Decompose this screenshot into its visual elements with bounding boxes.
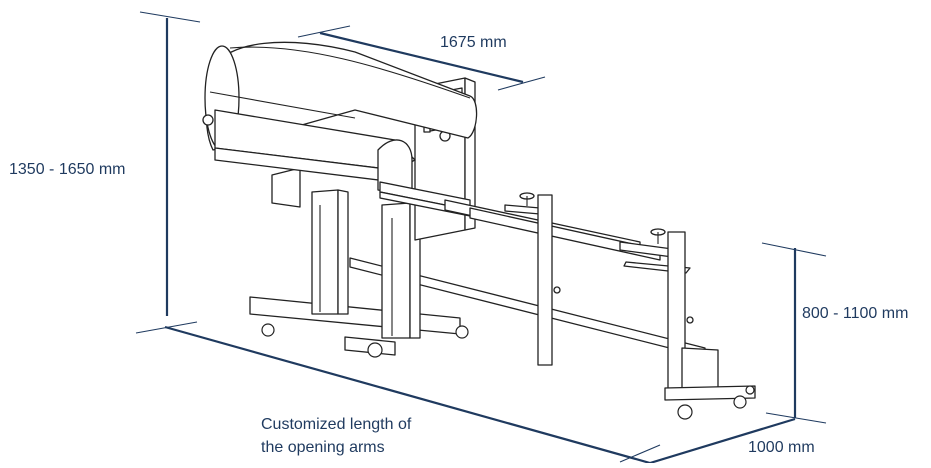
- wheel-icon: [677, 404, 693, 420]
- caster-wheels: [261, 323, 755, 420]
- leg-knob-icon: [686, 316, 694, 324]
- right-foot-block: [681, 347, 719, 393]
- opening-arm-front: [469, 207, 661, 261]
- length-extension-right: [497, 76, 546, 91]
- wheel-icon: [261, 323, 275, 337]
- column-left-side: [337, 189, 349, 315]
- table-height-label: 800 - 1100 mm: [802, 305, 909, 322]
- arms-dimension-line: [164, 325, 651, 465]
- column-left: [311, 189, 339, 315]
- support-leg-middle: [537, 194, 553, 366]
- length-extension-left: [297, 25, 351, 38]
- wheel-icon: [733, 395, 747, 409]
- depth-dimension-line: [649, 417, 796, 465]
- arm-bracket: [504, 204, 541, 215]
- rear-cabinet: [271, 167, 301, 208]
- wheel-icon: [367, 342, 383, 358]
- drum-seam: [209, 91, 356, 119]
- wheel-icon: [745, 385, 755, 395]
- height-extension-top: [139, 11, 201, 23]
- arms-extension-right: [619, 444, 661, 463]
- drum-seam: [229, 46, 471, 99]
- dimension-lines: [135, 11, 827, 465]
- length-label: 1675 mm: [440, 34, 507, 51]
- total-height-label: 1350 - 1650 mm: [9, 161, 126, 178]
- column-right: [381, 202, 411, 339]
- drum-latch-icon: [202, 114, 214, 126]
- arms-note-line1: Customized length of: [261, 416, 412, 433]
- length-dimension-line: [319, 31, 524, 84]
- leg-knob-icon: [553, 286, 561, 294]
- depth-label: 1000 mm: [748, 439, 815, 456]
- wheel-icon: [455, 325, 469, 339]
- arms-note-line2: the opening arms: [261, 439, 385, 456]
- left-base-frame: [249, 296, 461, 335]
- machine: [202, 41, 756, 420]
- right-base-frame: [664, 385, 756, 401]
